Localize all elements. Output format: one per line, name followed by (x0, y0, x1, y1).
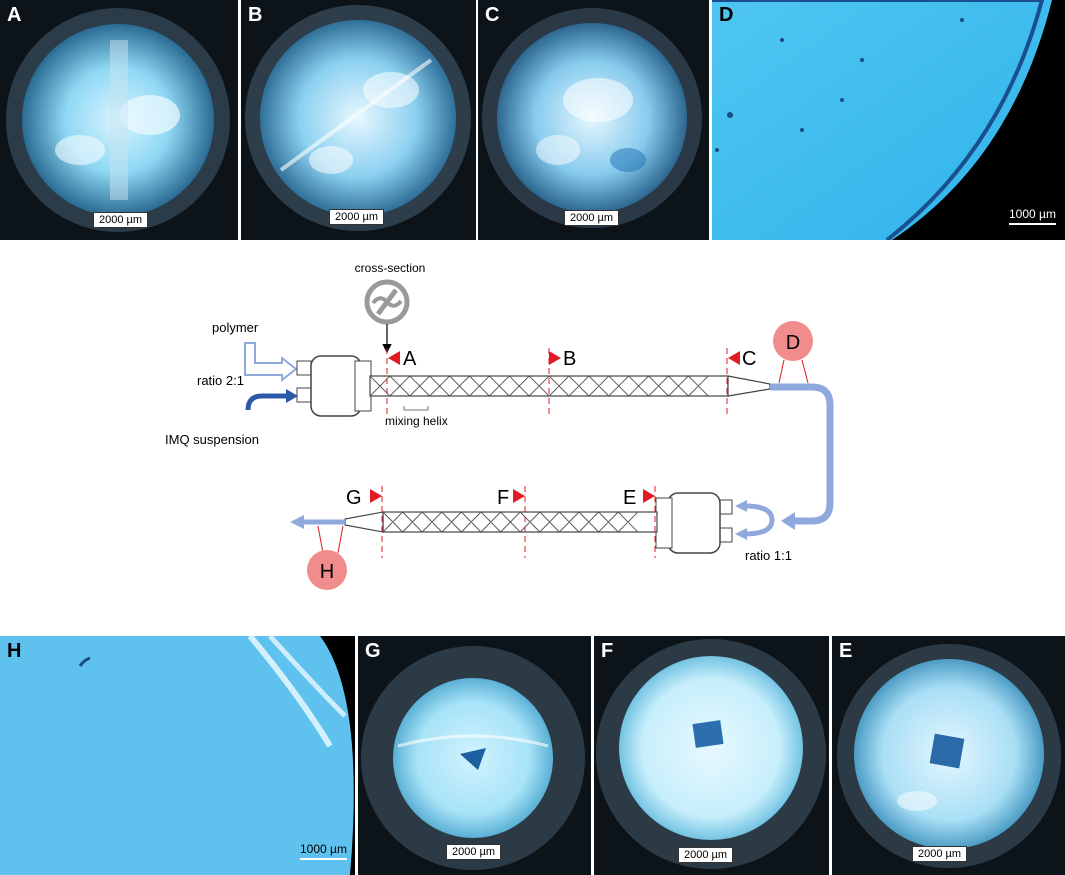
panel-h-image (0, 636, 355, 875)
lower-split-arrow-bottom (735, 528, 747, 540)
panel-h-scale-bar (300, 858, 347, 860)
marker-e: E (623, 486, 656, 558)
panel-e-scale: 2000 µm (912, 846, 968, 862)
polymer-text: polymer (212, 320, 259, 335)
marker-c-text: C (742, 348, 756, 370)
marker-b: B (548, 348, 576, 418)
panel-d-scale-bar (1009, 223, 1056, 225)
panel-d-scale: 1000 µm (1009, 207, 1056, 225)
cross-section-icon (364, 279, 410, 325)
imq-arrow (286, 389, 298, 403)
marker-b-text: B (563, 348, 576, 370)
panel-h: H 1000 µm (0, 636, 355, 875)
panel-h-scale-text: 1000 µm (300, 842, 347, 856)
panel-b-image (241, 0, 476, 240)
marker-c: C (726, 348, 756, 418)
marker-a: A (386, 348, 417, 418)
panel-g-image (358, 636, 591, 875)
panel-e: E 2000 µm (832, 636, 1065, 875)
panel-a-image (0, 0, 238, 240)
outlet-arrow (290, 515, 304, 529)
ratio-bottom-text: ratio 1:1 (745, 548, 792, 563)
upper-mixing-tube (369, 375, 771, 397)
panel-d-image (712, 0, 1065, 240)
ratio-top-text: ratio 2:1 (197, 373, 244, 388)
imq-inlet (245, 393, 288, 411)
polymer-inlet (244, 342, 298, 383)
panel-h-scale: 1000 µm (300, 842, 347, 860)
panel-f: F 2000 µm (594, 636, 829, 875)
lower-split-arrow-top (735, 500, 747, 512)
upper-mixer-head (296, 355, 372, 417)
connecting-tube-arrow (781, 512, 795, 530)
panel-g-scale: 2000 µm (446, 844, 502, 860)
marker-a-text: A (403, 348, 417, 370)
marker-h: H (307, 525, 347, 590)
panel-g: G 2000 µm (358, 636, 591, 875)
panel-f-scale: 2000 µm (678, 847, 734, 863)
panel-e-label: E (839, 640, 853, 662)
panel-g-label: G (365, 640, 381, 662)
marker-d-text: D (786, 332, 800, 354)
marker-e-text: E (623, 487, 636, 509)
panel-f-label: F (601, 640, 614, 662)
panel-c: C 2000 µm (478, 0, 709, 240)
panel-b-label: B (248, 4, 263, 26)
panel-a: A 2000 µm (0, 0, 238, 240)
panel-d-scale-text: 1000 µm (1009, 207, 1056, 221)
panel-a-label: A (7, 4, 22, 26)
mixing-helix-text: mixing helix (385, 414, 448, 428)
panel-b: B 2000 µm (241, 0, 476, 240)
mixing-diagram: cross-section polymer ratio 2:1 IMQ susp… (165, 261, 834, 590)
marker-f: F (497, 486, 526, 558)
marker-f-text: F (497, 487, 509, 509)
panel-f-image (594, 636, 829, 875)
lower-mixer-head (655, 492, 733, 554)
panel-e-image (832, 636, 1065, 875)
lower-split (744, 503, 775, 537)
mixing-helix-bracket (403, 406, 429, 411)
connecting-tube (770, 383, 834, 525)
panel-b-scale: 2000 µm (329, 209, 385, 225)
panel-c-scale: 2000 µm (564, 210, 620, 226)
panel-d-label: D (719, 4, 734, 26)
marker-h-text: H (320, 561, 334, 583)
panel-d: D 1000 µm (712, 0, 1065, 240)
lower-mixing-tube (344, 511, 658, 533)
marker-d: D (773, 321, 813, 384)
panel-c-image (478, 0, 709, 240)
marker-g-text: G (346, 487, 362, 509)
panel-h-label: H (7, 640, 22, 662)
panel-c-label: C (485, 4, 500, 26)
imq-text: IMQ suspension (165, 432, 259, 447)
cross-section-text: cross-section (355, 261, 426, 275)
panel-a-scale: 2000 µm (93, 212, 149, 228)
marker-g: G (346, 486, 383, 558)
